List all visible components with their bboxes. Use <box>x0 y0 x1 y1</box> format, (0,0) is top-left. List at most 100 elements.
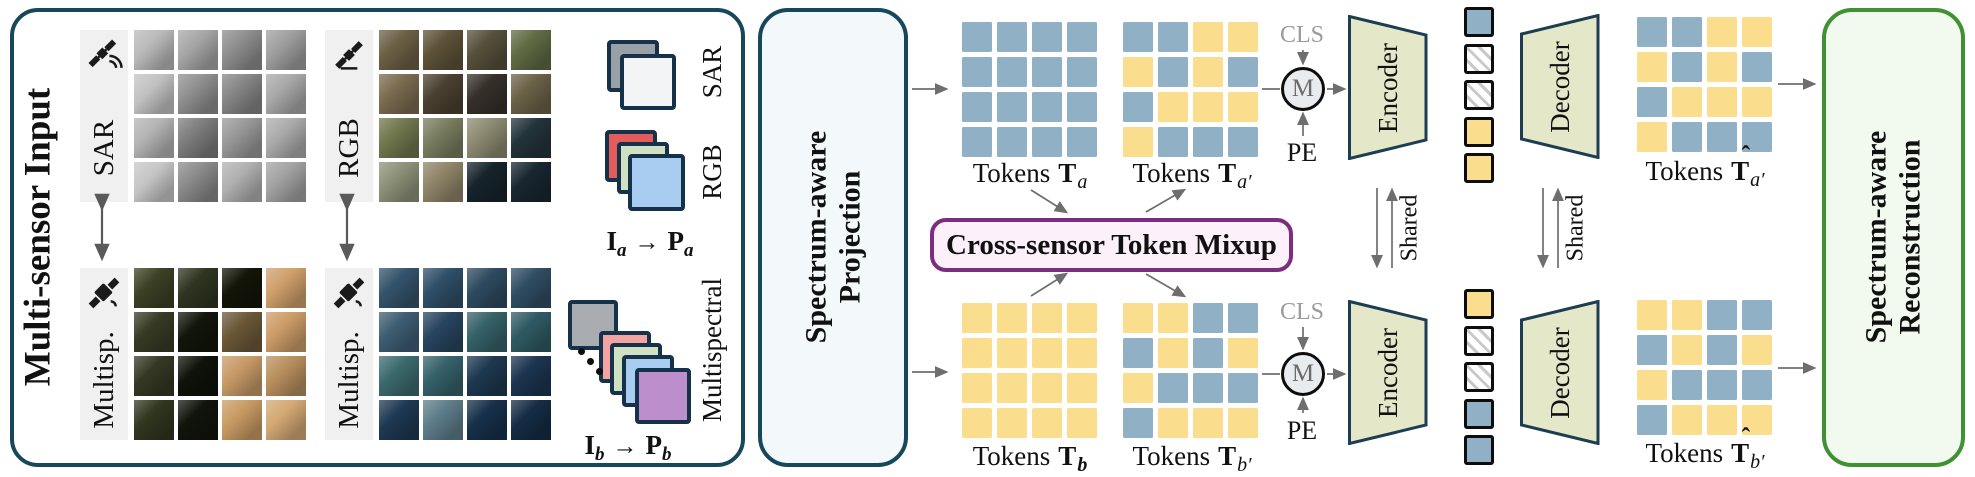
token-blue <box>1158 22 1188 52</box>
token-yellow <box>1228 22 1258 52</box>
rgb-side-label: RGB <box>696 144 727 200</box>
token-blue <box>997 22 1027 52</box>
stack-layer <box>628 154 685 211</box>
token-yellow <box>1158 303 1188 333</box>
token-yellow <box>997 408 1027 438</box>
image-patch <box>266 356 306 396</box>
token-yellow <box>1637 370 1667 400</box>
formula-b: Ib→Pb <box>558 430 698 465</box>
image-patch <box>379 356 419 396</box>
decoder-label: Decoder <box>1544 327 1575 419</box>
image-patch <box>511 30 551 70</box>
token-masked <box>1464 80 1494 110</box>
image-patch <box>423 312 463 352</box>
satellite-icon <box>88 39 123 69</box>
token-yellow <box>1672 405 1702 435</box>
token-yellow <box>1067 408 1097 438</box>
image-patch <box>467 74 507 114</box>
token-blue <box>1672 52 1702 82</box>
token-yellow <box>1464 116 1494 147</box>
token-blue <box>1464 398 1494 429</box>
token-yellow <box>1464 153 1494 183</box>
arrow-tokens-a-to-mixup <box>1030 189 1069 214</box>
image-patch <box>178 162 218 202</box>
image-patch <box>511 268 551 308</box>
token-yellow <box>962 303 992 333</box>
token-blue <box>1123 408 1153 438</box>
encoder-label: Encoder <box>1372 328 1403 418</box>
image-patch <box>467 356 507 396</box>
image-patch <box>511 400 551 440</box>
multispectral-side-label: Multispectral <box>696 278 727 422</box>
multisp-b-strip: Multisp. <box>325 268 373 440</box>
token-yellow <box>1637 52 1667 82</box>
token-yellow <box>997 338 1027 368</box>
token-yellow <box>1707 405 1737 435</box>
image-patch <box>379 162 419 202</box>
satellite-icon <box>333 277 365 309</box>
tokens-ta-mixed-grid <box>1123 22 1258 157</box>
token-blue <box>1672 370 1702 400</box>
image-patch <box>379 400 419 440</box>
token-blue <box>1228 373 1258 403</box>
token-yellow <box>1193 92 1223 122</box>
token-yellow <box>1193 22 1223 52</box>
stack-layer <box>568 300 618 350</box>
image-patch <box>134 356 174 396</box>
formula-b-lhs: I <box>584 430 595 460</box>
token-yellow <box>1193 408 1223 438</box>
token-blue <box>1707 300 1737 330</box>
projection-title-line2: Projection <box>833 170 866 304</box>
mask-merge-node-top: M <box>1281 67 1325 111</box>
token-blue <box>1672 17 1702 47</box>
shared-encoder-label: Shared <box>1396 194 1423 262</box>
formula-b-arrow: → <box>612 433 638 460</box>
image-patch <box>266 400 306 440</box>
image-patch <box>134 268 174 308</box>
token-masked <box>1464 325 1494 356</box>
image-patch <box>222 356 262 396</box>
image-patch <box>222 268 262 308</box>
token-blue <box>1067 127 1097 157</box>
formula-b-lhs-sub: b <box>595 444 605 465</box>
token-blue <box>1158 127 1188 157</box>
token-blue <box>1067 22 1097 52</box>
token-yellow <box>1742 405 1772 435</box>
arrow-tokens-b-to-mixup <box>1030 272 1069 297</box>
token-yellow <box>1067 373 1097 403</box>
multisp-a-strip-label: Multisp. <box>87 331 120 429</box>
token-blue <box>1193 338 1223 368</box>
pe-label-top: PE <box>1286 138 1318 167</box>
image-patch <box>178 268 218 308</box>
image-patch <box>467 162 507 202</box>
token-yellow <box>962 338 992 368</box>
image-patch <box>423 356 463 396</box>
latent-tokens-bottom <box>1464 289 1494 465</box>
decoder-label: Decoder <box>1544 41 1575 133</box>
image-patch <box>423 162 463 202</box>
image-patch <box>134 118 174 158</box>
token-blue <box>1032 92 1062 122</box>
tokens-ta-grid <box>962 22 1097 157</box>
image-patch <box>423 400 463 440</box>
arrow-mixup-to-tokens-b-mixed <box>1145 273 1187 298</box>
sar-strip: SAR <box>80 30 128 202</box>
token-yellow <box>1707 87 1737 117</box>
image-patch <box>423 268 463 308</box>
image-patch <box>511 162 551 202</box>
formula-a-lhs-sub: a <box>617 240 627 261</box>
image-patch <box>467 268 507 308</box>
image-patch <box>379 74 419 114</box>
image-patch <box>222 312 262 352</box>
image-patch <box>266 118 306 158</box>
ellipsis-dot <box>578 348 585 355</box>
token-blue <box>1193 373 1223 403</box>
image-patch <box>222 400 262 440</box>
token-yellow <box>1123 57 1153 87</box>
token-yellow <box>1032 303 1062 333</box>
